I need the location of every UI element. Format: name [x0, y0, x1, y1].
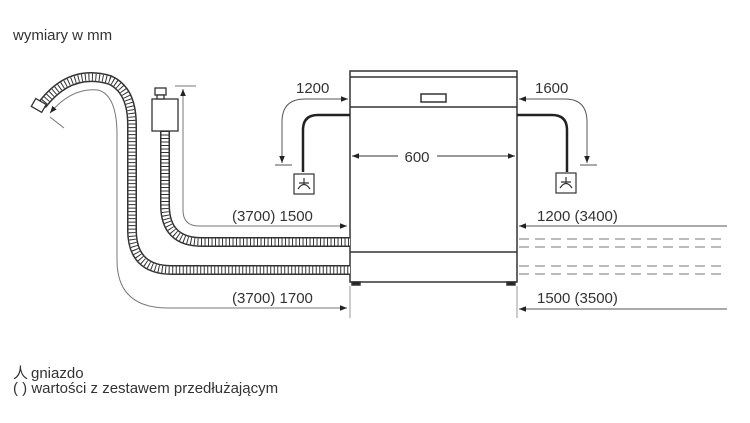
- brackets-legend-label: wartości z zestawem przedłużającym: [31, 380, 279, 397]
- inlet-right-label: 1200 (3400): [537, 208, 618, 225]
- left-cord-label: 1200: [296, 80, 329, 97]
- drain-left-label: (3700) 1700: [232, 290, 313, 307]
- socket-legend-icon: ⼈: [13, 365, 29, 382]
- socket-legend-label: gniazdo: [31, 365, 84, 382]
- power-cord-dimensions: [275, 96, 597, 166]
- power-cords: [301, 113, 569, 172]
- drain-length-dimension: [49, 89, 347, 311]
- width-label: 600: [404, 149, 429, 166]
- brackets-legend-symbol: ( ): [13, 380, 28, 397]
- socket-icon: [555, 172, 577, 194]
- display-panel: [420, 93, 447, 103]
- drain-right-label: 1500 (3500): [537, 290, 618, 307]
- drain-hose-end: [30, 97, 48, 114]
- inlet-left-label: (3700) 1500: [232, 208, 313, 225]
- aquastop-valve: [151, 87, 179, 132]
- inlet-length-dimension: [175, 85, 347, 229]
- right-cord-label: 1600: [535, 80, 568, 97]
- foot-right: [506, 281, 516, 286]
- dishwasher-front: [349, 70, 518, 286]
- legend-brackets: ( ) wartości z zestawem przedłużającym: [13, 380, 278, 397]
- right-dimensions: [349, 223, 727, 318]
- socket-icon: [293, 173, 315, 195]
- foot-left: [351, 281, 361, 286]
- hose-extension-dashes: [519, 238, 727, 275]
- units-caption: wymiary w mm: [13, 27, 113, 44]
